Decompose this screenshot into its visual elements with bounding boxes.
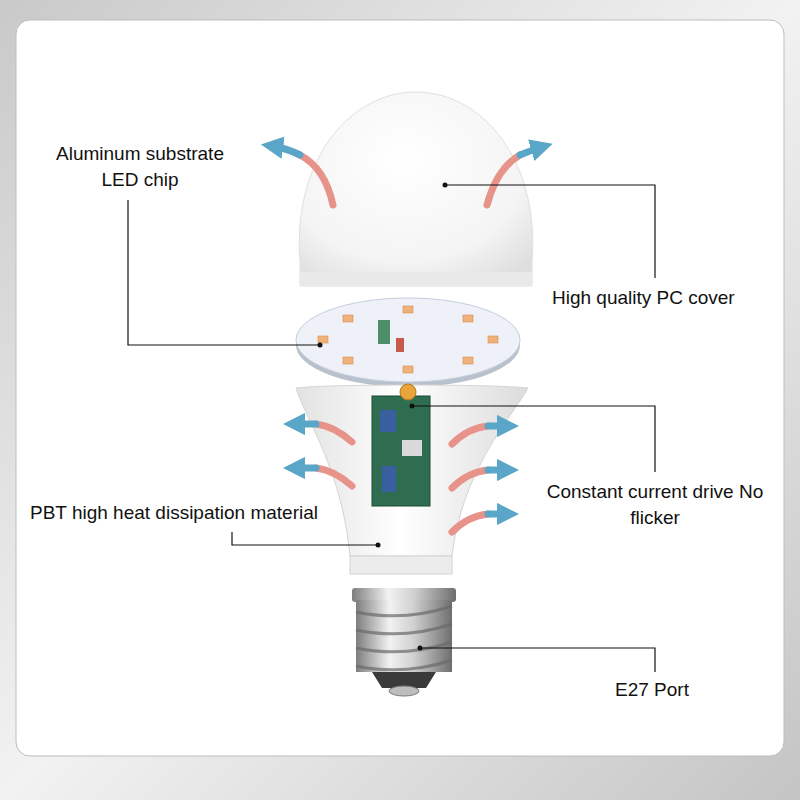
part-label: Constant current drive No flicker [540, 479, 770, 531]
part-label: Aluminum substrate LED chip [35, 141, 245, 193]
part-label: High quality PC cover [552, 285, 735, 311]
pcb-disc [296, 298, 520, 382]
panel [16, 20, 784, 756]
driver-part [380, 410, 396, 432]
base-contact [389, 686, 419, 696]
part-label: E27 Port [615, 677, 689, 703]
base-threads [356, 606, 452, 670]
driver-part [382, 466, 396, 492]
e27-base [356, 600, 452, 672]
base-collar [352, 588, 456, 602]
led-chips [318, 306, 498, 373]
leader-dots [318, 183, 448, 651]
driver-coil [400, 384, 416, 400]
driver-board [372, 396, 430, 506]
pcb-component [396, 338, 404, 352]
part-label: PBT high heat dissipation material [30, 500, 318, 526]
pbt-housing [296, 385, 528, 556]
pc-cover [299, 92, 532, 286]
driver-part [402, 440, 422, 456]
cover-rim [300, 272, 532, 286]
heat-arrows [272, 146, 542, 532]
leader-lines [128, 185, 655, 672]
pcb-component [378, 320, 390, 344]
housing-collar [350, 556, 452, 574]
